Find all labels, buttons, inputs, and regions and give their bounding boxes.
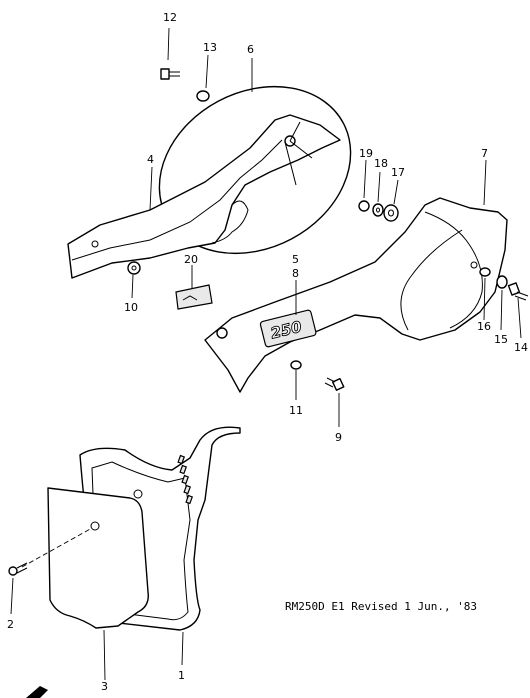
callout-4: 4 (147, 153, 154, 166)
callout-12: 12 (163, 11, 177, 24)
number-plate-hole (90, 521, 100, 531)
callout-11: 11 (289, 404, 303, 417)
callout-9: 9 (335, 431, 342, 444)
number-plate (47, 487, 149, 629)
callout-5: 5 (292, 253, 299, 266)
bracket-bolt-hole (133, 489, 143, 499)
callout-10: 10 (124, 301, 138, 314)
washer-10 (127, 261, 141, 275)
callout-19: 19 (359, 147, 373, 160)
revision-caption: RM250D E1 Revised 1 Jun., '83 (285, 600, 478, 613)
callout-3: 3 (101, 680, 108, 693)
bolt-9 (324, 377, 345, 391)
left-cover-mount-hole (91, 240, 99, 248)
callout-7: 7 (481, 147, 488, 160)
right-cover-mount-hole (216, 327, 228, 339)
callout-1: 1 (178, 669, 185, 682)
grommet-17-hole (388, 209, 394, 217)
callout-2: 2 (7, 618, 14, 631)
collar-16 (479, 267, 491, 277)
bolt-12 (160, 68, 180, 80)
washer-15 (496, 275, 508, 289)
left-side-cover-fold (211, 200, 249, 244)
corner-arrow-mark (26, 686, 48, 698)
callout-15: 15 (494, 333, 508, 346)
right-cover-grommet-hole (470, 261, 478, 269)
bracket-slots (177, 454, 194, 505)
callout-14: 14 (514, 341, 528, 354)
left-cover-clip (284, 121, 313, 186)
bolt-14 (507, 282, 529, 301)
screw-centerline (21, 527, 93, 568)
callout-numbers: 12 13 6 4 7 19 18 17 5 8 20 10 16 15 14 … (7, 11, 528, 693)
callout-20: 20 (184, 253, 198, 266)
small-label-decal (175, 284, 213, 310)
callout-13: 13 (203, 41, 217, 54)
callout-17: 17 (391, 166, 405, 179)
leader-lines (10, 27, 522, 681)
grommet-17 (383, 204, 399, 222)
left-side-cover-edge (71, 139, 283, 261)
collar-19 (358, 200, 370, 212)
right-side-cover-inner-edge (424, 211, 483, 329)
callout-18: 18 (374, 157, 388, 170)
displacement-emblem: 250 (259, 309, 317, 348)
collar-13 (196, 90, 210, 102)
callout-16: 16 (477, 320, 491, 333)
left-side-cover (67, 114, 341, 279)
right-side-cover-panel-curve (400, 229, 463, 331)
washer-18 (372, 203, 384, 217)
washer-18-hole (376, 207, 380, 213)
washer-10-hole (131, 265, 137, 271)
collar-11 (290, 360, 302, 370)
number-plate-screw (8, 562, 28, 576)
callout-6: 6 (247, 43, 254, 56)
callout-8: 8 (292, 267, 299, 280)
